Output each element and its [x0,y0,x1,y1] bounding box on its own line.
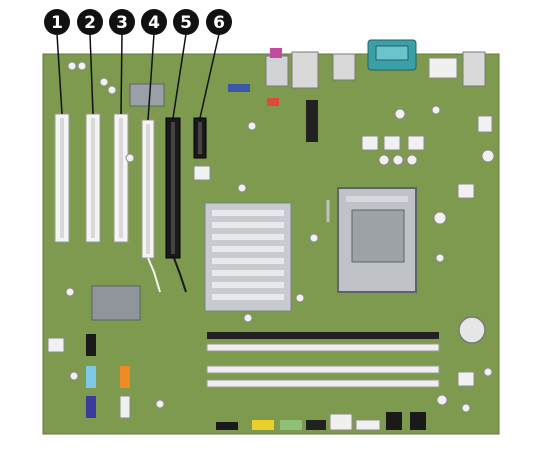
callout-5: 5 [173,9,199,35]
callout-4-label: 4 [148,13,160,33]
board-components [47,61,495,413]
header-black-bottom-3 [386,412,402,430]
callout-2: 2 [77,9,103,35]
chip-top-left [129,83,165,107]
header-green [280,420,302,430]
header-white-bottom-2 [355,419,381,431]
chip-lower-left [91,285,141,321]
callout-circle [109,9,135,35]
header-black-bottom-4 [410,412,426,430]
cpu-socket [326,187,417,293]
battery [458,316,486,344]
header-black-vertical [306,100,318,142]
callout-1: 1 [44,9,70,35]
memory-slots [206,332,440,388]
header-dark-blue [86,396,96,418]
callout-6-label: 6 [213,13,225,33]
header-blue [228,84,250,92]
callout-2-label: 2 [84,13,96,33]
callout-circle [206,9,232,35]
header-yellow [252,420,274,430]
callout-4: 4 [141,9,167,35]
header-black-bottom-2 [306,420,326,430]
header-white-left [119,395,131,419]
chipset-heatsink [204,202,292,312]
header-red [267,98,279,106]
callout-1-label: 1 [51,13,63,33]
callout-circle [173,9,199,35]
callout-circle [77,9,103,35]
header-white-bottom [329,413,353,431]
expansion-slots [54,113,207,293]
callout-3: 3 [109,9,135,35]
callout-circle [44,9,70,35]
callout-circle [141,9,167,35]
callout-6: 6 [206,9,232,35]
rear-io-connectors [265,39,486,89]
callout-3-label: 3 [116,13,128,33]
callout-leaders [56,33,220,121]
header-black-bottom [216,422,238,430]
header-black-left [86,334,96,356]
callout-5-label: 5 [180,13,192,33]
header-blue-light [86,366,96,388]
header-orange [120,366,130,388]
